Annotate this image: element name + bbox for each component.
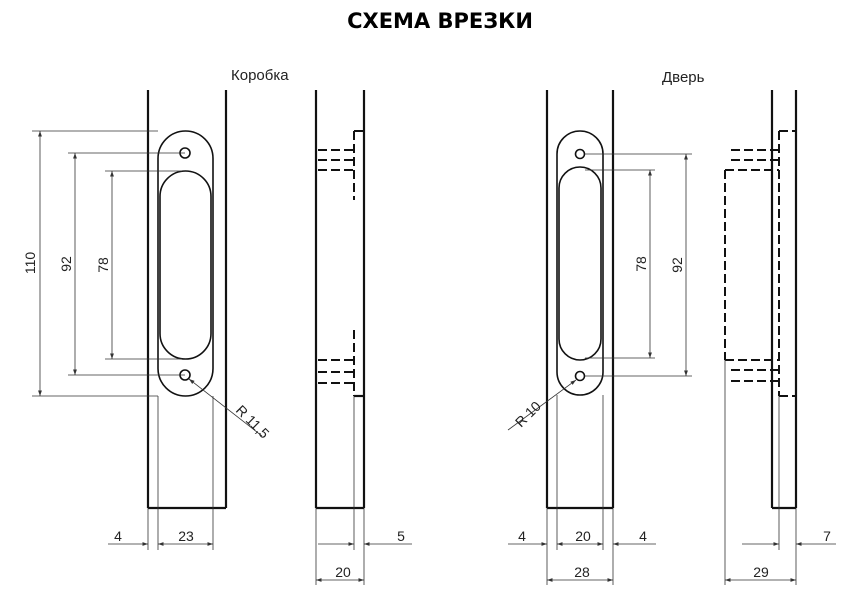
frame-dim-23: 23 [178, 528, 194, 544]
door-dim-4-left: 4 [518, 528, 526, 544]
door-side-dim-29: 29 [753, 564, 769, 580]
frame-dim-4: 4 [114, 528, 122, 544]
diagram-title: СХЕМА ВРЕЗКИ [347, 9, 533, 33]
door-dim-78: 78 [633, 256, 649, 272]
frame-side-view: 5 20 [314, 90, 412, 585]
door-dim-28: 28 [574, 564, 590, 580]
frame-front-view: 110 92 78 R 11,5 4 23 [22, 90, 273, 550]
door-side-dim-7: 7 [823, 528, 831, 544]
frame-dim-92: 92 [58, 256, 74, 272]
frame-hinge-slot [159, 170, 212, 360]
door-caption: Дверь [662, 69, 705, 86]
frame-dim-78: 78 [95, 257, 111, 273]
door-front-view: 78 92 R 10 4 20 4 28 [507, 90, 692, 585]
door-hinge-slot [558, 166, 602, 361]
door-radius-label: R 10 [512, 398, 544, 430]
frame-caption: Коробка [231, 67, 289, 84]
frame-side-dim-5: 5 [397, 528, 405, 544]
door-dim-92: 92 [669, 257, 685, 273]
door-dim-4-right: 4 [639, 528, 647, 544]
frame-side-dim-20: 20 [335, 564, 351, 580]
frame-dim-110: 110 [22, 252, 38, 275]
door-side-view: 7 29 [724, 90, 836, 585]
frame-radius-label: R 11,5 [233, 402, 273, 442]
door-dim-20: 20 [575, 528, 591, 544]
